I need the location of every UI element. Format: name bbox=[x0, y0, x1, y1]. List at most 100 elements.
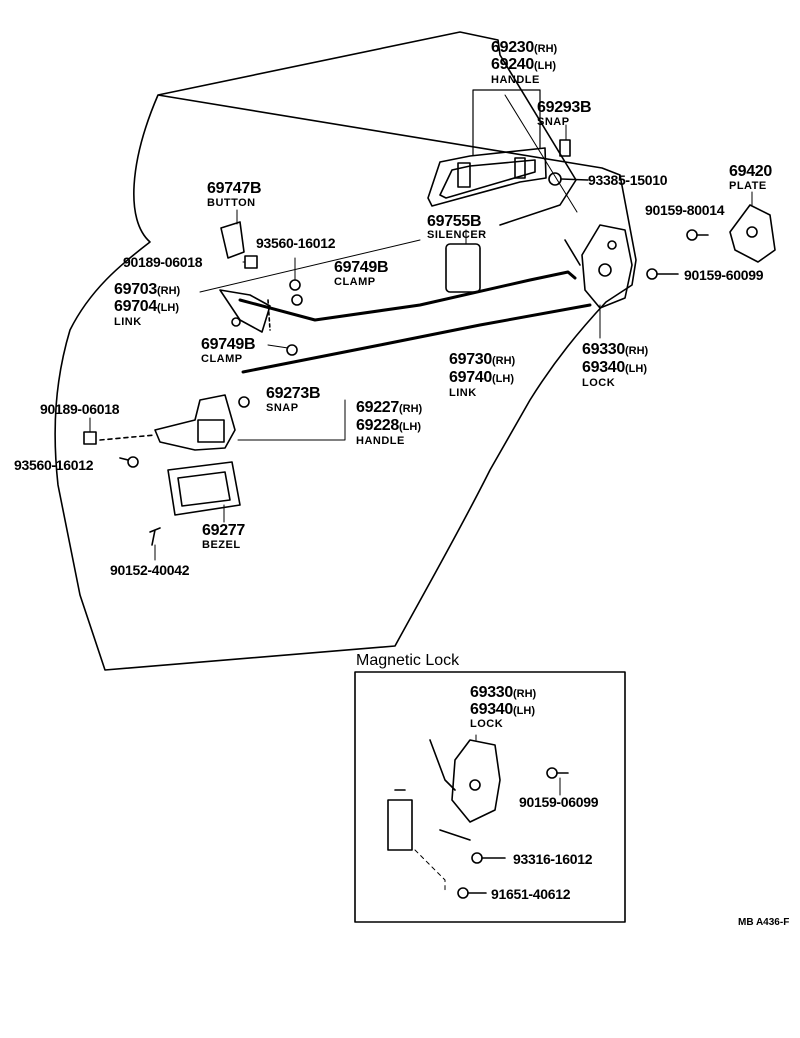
magnetic-lock-sfx-rh: (RH) bbox=[513, 688, 537, 700]
snap-inner-drawing bbox=[238, 396, 250, 408]
bolt-80014-label: 90159-80014 bbox=[645, 202, 725, 218]
link-upper-num-lh: 69704 bbox=[114, 298, 157, 315]
link-upper-sfx-rh: (RH) bbox=[157, 285, 181, 297]
screw-93560-top-label: 93560-16012 bbox=[256, 235, 336, 251]
nut-top-label: 90189-06018 bbox=[123, 254, 203, 270]
upper-link-rod bbox=[238, 270, 577, 322]
lock-name: LOCK bbox=[582, 377, 616, 389]
button-num: 69747B bbox=[207, 180, 262, 197]
inner-handle-num-lh: 69228 bbox=[356, 417, 399, 434]
clamp-upper-drawing bbox=[291, 294, 303, 306]
bolt-60099-label: 90159-60099 bbox=[684, 267, 764, 283]
link-bellcrank-drawing bbox=[219, 289, 271, 333]
magnetic-bolt2-label: 91651-40612 bbox=[491, 886, 571, 902]
plate-drawing bbox=[729, 204, 776, 263]
lock-num-lh: 69340 bbox=[582, 359, 625, 376]
bezel-drawing bbox=[167, 461, 241, 516]
magnetic-lock-label: 69330(RH) 69340(LH) LOCK bbox=[470, 685, 536, 730]
button-name: BUTTON bbox=[207, 197, 256, 209]
screw-93385-drawing bbox=[548, 172, 589, 186]
silencer-drawing bbox=[445, 243, 481, 293]
reference-code: MB A436-F bbox=[738, 917, 790, 928]
silencer-name: SILENCER bbox=[427, 229, 487, 241]
snap-outer-label: 69293B SNAP bbox=[537, 99, 592, 128]
lower-link-rod bbox=[241, 303, 592, 374]
clamp-upper-label: 69749B CLAMP bbox=[334, 259, 389, 288]
outer-handle-num-rh: 69230 bbox=[491, 39, 534, 56]
magnetic-screw-label: 93316-16012 bbox=[513, 851, 593, 867]
outer-handle-sfx-rh: (RH) bbox=[534, 43, 558, 55]
outer-handle-num-lh: 69240 bbox=[491, 56, 534, 73]
nut-top-drawing bbox=[244, 255, 258, 269]
bezel-label: 69277 BEZEL bbox=[202, 523, 245, 551]
snap-outer-drawing bbox=[559, 139, 571, 157]
link-lower-num-rh: 69730 bbox=[449, 351, 492, 368]
clamp-upper-name: CLAMP bbox=[334, 276, 376, 288]
door-outline bbox=[54, 31, 637, 671]
plate-num: 69420 bbox=[729, 163, 772, 180]
link-lower-label: 69730(RH) 69740(LH) LINK bbox=[449, 352, 515, 399]
magnetic-lock-name: LOCK bbox=[470, 718, 504, 730]
inner-handle-sfx-lh: (LH) bbox=[399, 421, 421, 433]
inner-handle-num-rh: 69227 bbox=[356, 399, 399, 416]
nut-mid-drawing bbox=[83, 431, 97, 445]
snap-inner-num: 69273B bbox=[266, 385, 321, 402]
silencer-num: 69755B bbox=[427, 213, 482, 230]
lock-num-rh: 69330 bbox=[582, 341, 625, 358]
outer-handle-label: 69230(RH) 69240(LH) HANDLE bbox=[491, 40, 557, 86]
magnetic-bolt-drawing bbox=[546, 767, 569, 779]
nut-mid-label: 90189-06018 bbox=[40, 401, 120, 417]
link-upper-sfx-lh: (LH) bbox=[157, 302, 179, 314]
button-label: 69747B BUTTON bbox=[207, 180, 262, 209]
link-lower-name: LINK bbox=[449, 387, 477, 399]
snap-outer-num: 69293B bbox=[537, 99, 592, 116]
inner-handle-sfx-rh: (RH) bbox=[399, 403, 423, 415]
outer-handle-name: HANDLE bbox=[491, 74, 540, 86]
plate-label: 69420 PLATE bbox=[729, 164, 772, 192]
magnetic-lock-title: Magnetic Lock bbox=[356, 652, 460, 669]
inner-handle-label: 69227(RH) 69228(LH) HANDLE bbox=[356, 400, 422, 447]
screw-93385-label: 93385-15010 bbox=[588, 172, 668, 188]
magnetic-screw-drawing bbox=[471, 852, 506, 864]
lock-drawing bbox=[564, 224, 633, 309]
lock-sfx-rh: (RH) bbox=[625, 345, 649, 357]
magnetic-lock-box bbox=[354, 671, 626, 923]
link-lower-num-lh: 69740 bbox=[449, 369, 492, 386]
snap-outer-name: SNAP bbox=[537, 116, 570, 128]
clamp-lower-label: 69749B CLAMP bbox=[201, 336, 256, 365]
screw-93560-mid-drawing bbox=[119, 456, 139, 468]
magnetic-lock-sfx-lh: (LH) bbox=[513, 705, 535, 717]
magnetic-lock-num-rh: 69330 bbox=[470, 684, 513, 701]
silencer-label: 69755B SILENCER bbox=[427, 214, 487, 241]
bolt-80014-drawing bbox=[686, 229, 709, 241]
link-lower-sfx-lh: (LH) bbox=[492, 373, 514, 385]
clamp-lower-drawing bbox=[286, 344, 298, 356]
bezel-name: BEZEL bbox=[202, 539, 241, 551]
screw-93560-top-drawing bbox=[289, 279, 301, 291]
bezel-num: 69277 bbox=[202, 522, 245, 539]
button-drawing bbox=[220, 221, 245, 259]
screw-90152-label: 90152-40042 bbox=[110, 562, 190, 578]
lock-label: 69330(RH) 69340(LH) LOCK bbox=[582, 342, 648, 389]
screw-90152-drawing bbox=[149, 527, 161, 546]
magnetic-lock-drawing bbox=[387, 739, 501, 851]
outer-handle-sfx-lh: (LH) bbox=[534, 60, 556, 72]
plate-name: PLATE bbox=[729, 180, 767, 192]
magnetic-bolt-label: 90159-06099 bbox=[519, 794, 599, 810]
magnetic-bolt2-drawing bbox=[457, 887, 487, 899]
clamp-upper-num: 69749B bbox=[334, 259, 389, 276]
magnetic-lock-num-lh: 69340 bbox=[470, 701, 513, 718]
link-upper-num-rh: 69703 bbox=[114, 281, 157, 298]
link-lower-sfx-rh: (RH) bbox=[492, 355, 516, 367]
clamp-lower-num: 69749B bbox=[201, 336, 256, 353]
bolt-60099-drawing bbox=[646, 268, 679, 280]
snap-inner-label: 69273B SNAP bbox=[266, 385, 321, 414]
clamp-lower-name: CLAMP bbox=[201, 353, 243, 365]
snap-inner-name: SNAP bbox=[266, 402, 299, 414]
outer-handle-drawing bbox=[427, 147, 547, 207]
link-upper-label: 69703(RH) 69704(LH) LINK bbox=[114, 282, 180, 328]
inner-handle-name: HANDLE bbox=[356, 435, 405, 447]
screw-93560-mid-label: 93560-16012 bbox=[14, 457, 94, 473]
link-upper-name: LINK bbox=[114, 316, 142, 328]
